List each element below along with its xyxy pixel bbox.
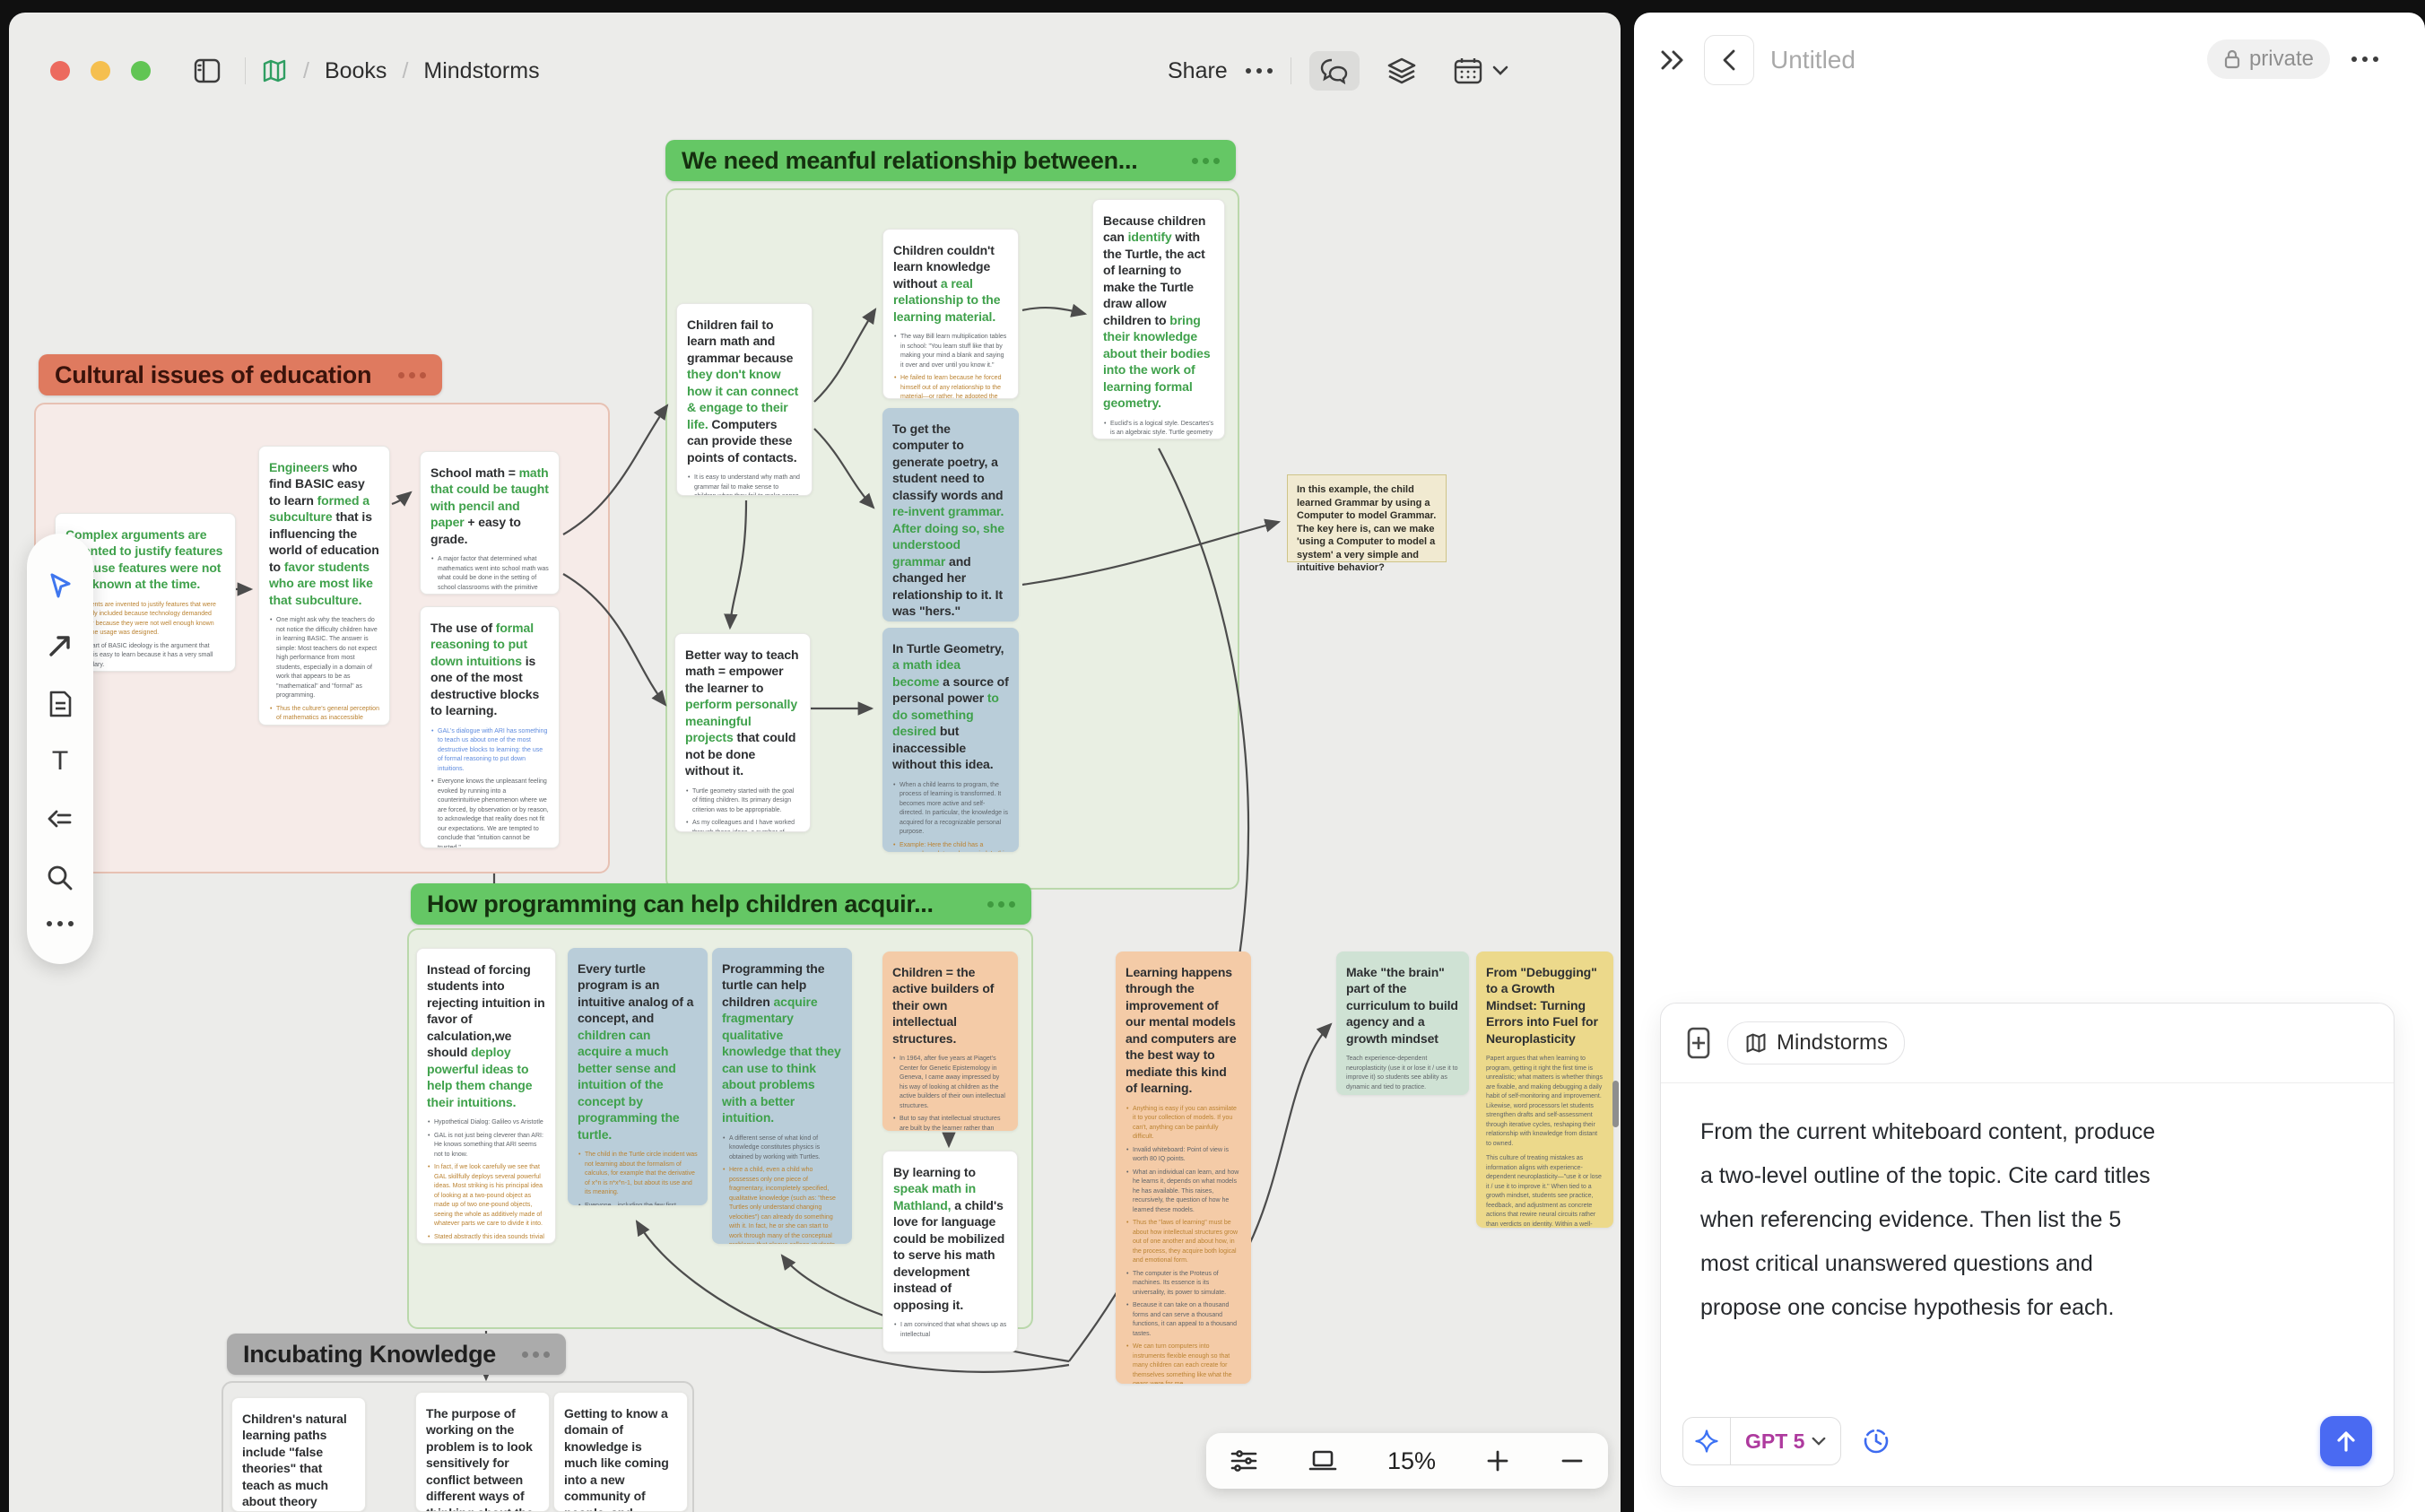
- zoom-window-button[interactable]: [131, 61, 151, 81]
- model-selector[interactable]: GPT 5: [1682, 1417, 1842, 1465]
- ai-sparkle-icon[interactable]: [1683, 1418, 1731, 1464]
- card-school-math[interactable]: School math = math that could be taught …: [420, 451, 560, 595]
- section-menu-icon[interactable]: [398, 371, 426, 378]
- card-engineers-subculture[interactable]: Engineers who find BASIC easy to learn f…: [258, 446, 390, 726]
- zoom-level[interactable]: 15%: [1386, 1447, 1437, 1474]
- section-title: Cultural issues of education: [55, 361, 372, 388]
- zoom-in-icon[interactable]: [1485, 1448, 1510, 1473]
- divider: [245, 57, 246, 84]
- more-tools-icon[interactable]: [47, 921, 74, 927]
- card-speak-math-mathland[interactable]: By learning to speak math in Mathland, a…: [882, 1151, 1018, 1352]
- breadcrumb-page[interactable]: Mindstorms: [423, 57, 540, 83]
- calendar-icon[interactable]: [1444, 51, 1517, 91]
- card-turtle-geometry-power[interactable]: In Turtle Geometry, a math idea become a…: [882, 628, 1019, 852]
- search-tool-icon[interactable]: [45, 863, 75, 893]
- context-chip-mindstorms[interactable]: Mindstorms: [1727, 1021, 1906, 1064]
- breadcrumb-book[interactable]: Books: [324, 57, 387, 83]
- section-menu-icon[interactable]: [522, 1351, 550, 1358]
- card-turtle-program-analog[interactable]: Every turtle program is an intuitive ana…: [568, 948, 708, 1205]
- section-title: How programming can help children acquir…: [427, 890, 934, 917]
- card-tool-icon[interactable]: [45, 689, 75, 719]
- canvas-zoom-bar: 15%: [1206, 1433, 1608, 1489]
- chat-prompt-input[interactable]: From the current whiteboard content, pro…: [1700, 1119, 2156, 1320]
- note-title-placeholder[interactable]: Untitled: [1770, 46, 1856, 74]
- map-icon: [1746, 1033, 1766, 1053]
- traffic-lights: [50, 61, 151, 81]
- minimize-window-button[interactable]: [91, 61, 110, 81]
- section-header-culture[interactable]: Cultural issues of education: [39, 354, 442, 395]
- mindmap-tool-icon[interactable]: [45, 804, 75, 834]
- section-header-programming[interactable]: How programming can help children acquir…: [411, 883, 1031, 925]
- chevron-down-icon: [1812, 1437, 1826, 1446]
- collapse-panel-icon[interactable]: [1657, 47, 1688, 74]
- privacy-badge[interactable]: private: [2206, 39, 2330, 79]
- context-chip-label: Mindstorms: [1777, 1030, 1889, 1055]
- section-title: Incubating Knowledge: [243, 1340, 496, 1368]
- add-context-icon[interactable]: [1682, 1025, 1715, 1061]
- card-debugging-growth-mindset[interactable]: From "Debugging" to a Growth Mindset: Tu…: [1476, 952, 1613, 1228]
- canvas-scrollbar[interactable]: [1612, 1081, 1619, 1127]
- more-icon[interactable]: [1245, 68, 1273, 74]
- card-fragmentary-knowledge[interactable]: Programming the turtle can help children…: [712, 948, 852, 1244]
- card-generate-poetry[interactable]: To get the computer to generate poetry, …: [882, 408, 1019, 621]
- card-purpose-of-working[interactable]: The purpose of working on the problem is…: [415, 1392, 550, 1512]
- presentation-icon[interactable]: [1308, 1447, 1338, 1474]
- select-tool-icon[interactable]: [45, 571, 75, 602]
- section-menu-icon[interactable]: [987, 900, 1015, 908]
- breadcrumb: / Books / Mindstorms: [185, 52, 540, 90]
- card-brain-curriculum[interactable]: Make "the brain" part of the curriculum …: [1336, 952, 1469, 1095]
- lock-icon: [2224, 49, 2240, 69]
- layers-icon[interactable]: [1378, 51, 1426, 91]
- card-real-relationship[interactable]: Children couldn't learn knowledge withou…: [882, 229, 1019, 399]
- text-tool-icon[interactable]: T: [51, 746, 69, 776]
- section-header-incubating[interactable]: Incubating Knowledge: [227, 1334, 566, 1375]
- ai-chat-composer: Mindstorms From the current whiteboard c…: [1660, 1003, 2395, 1487]
- model-name: GPT 5: [1745, 1429, 1805, 1453]
- card-knowing-a-domain[interactable]: Getting to know a domain of knowledge is…: [553, 1392, 688, 1512]
- whiteboard-toolbar: T: [27, 534, 93, 964]
- display-settings-icon[interactable]: [1230, 1447, 1258, 1474]
- breadcrumb-separator: /: [303, 57, 309, 83]
- card-fail-to-learn[interactable]: Children fail to learn math and grammar …: [676, 303, 813, 496]
- section-menu-icon[interactable]: [1192, 157, 1220, 164]
- chevron-down-icon: [1492, 65, 1508, 75]
- panel-more-icon[interactable]: [2351, 56, 2378, 62]
- card-active-builders[interactable]: Children = the active builders of their …: [882, 952, 1018, 1131]
- close-window-button[interactable]: [50, 61, 70, 81]
- sticky-note-grammar-model[interactable]: In this example, the child learned Gramm…: [1287, 474, 1447, 573]
- history-icon[interactable]: [1861, 1426, 1891, 1456]
- section-title: We need meanful relationship between...: [682, 146, 1138, 174]
- map-icon[interactable]: [261, 58, 288, 83]
- back-button[interactable]: [1704, 35, 1754, 85]
- card-identify-turtle[interactable]: Because children can identify with the T…: [1092, 199, 1225, 439]
- toggle-sidebar-icon[interactable]: [185, 53, 230, 89]
- card-mental-models[interactable]: Learning happens through the improvement…: [1116, 952, 1251, 1384]
- breadcrumb-separator: /: [402, 57, 409, 83]
- card-better-way-teach-math[interactable]: Better way to teach math = empower the l…: [674, 633, 811, 832]
- card-formal-reasoning[interactable]: The use of formal reasoning to put down …: [420, 606, 560, 848]
- section-header-relationship[interactable]: We need meanful relationship between...: [665, 140, 1236, 181]
- share-button[interactable]: Share: [1168, 57, 1228, 83]
- card-rejecting-intuition[interactable]: Instead of forcing students into rejecti…: [416, 948, 556, 1244]
- send-button[interactable]: [2320, 1416, 2372, 1466]
- chat-panel-button[interactable]: [1308, 51, 1360, 91]
- arrow-tool-icon[interactable]: [45, 630, 75, 661]
- zoom-out-icon[interactable]: [1560, 1448, 1585, 1473]
- card-false-theories[interactable]: Children's natural learning paths includ…: [231, 1397, 366, 1512]
- privacy-label: private: [2248, 47, 2314, 71]
